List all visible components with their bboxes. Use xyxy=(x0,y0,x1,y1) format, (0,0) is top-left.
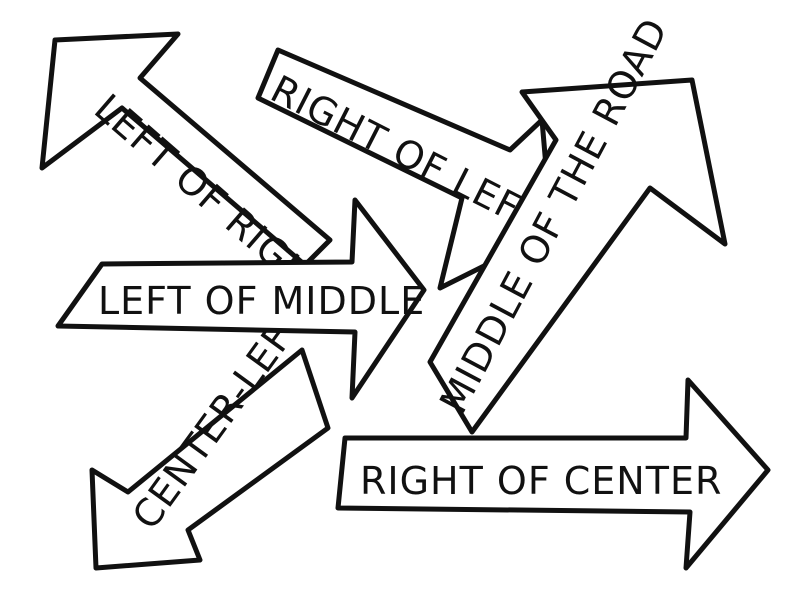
arrow-left-of-middle-label: LEFT OF MIDDLE xyxy=(98,279,425,323)
arrow-center-left-shape xyxy=(89,347,331,571)
arrow-right-of-center-shape xyxy=(335,377,771,571)
arrow-left-of-middle-shape xyxy=(55,197,427,401)
arrow-right-of-center: RIGHT OF CENTER xyxy=(335,377,771,571)
arrow-left-of-right-shape xyxy=(39,31,333,268)
arrow-right-of-center-label: RIGHT OF CENTER xyxy=(360,459,722,503)
arrow-middle-of-the-road-shape xyxy=(427,77,728,435)
arrow-center-left: CENTER-LEFT xyxy=(89,297,331,571)
arrow-left-of-middle: LEFT OF MIDDLE xyxy=(55,197,427,401)
